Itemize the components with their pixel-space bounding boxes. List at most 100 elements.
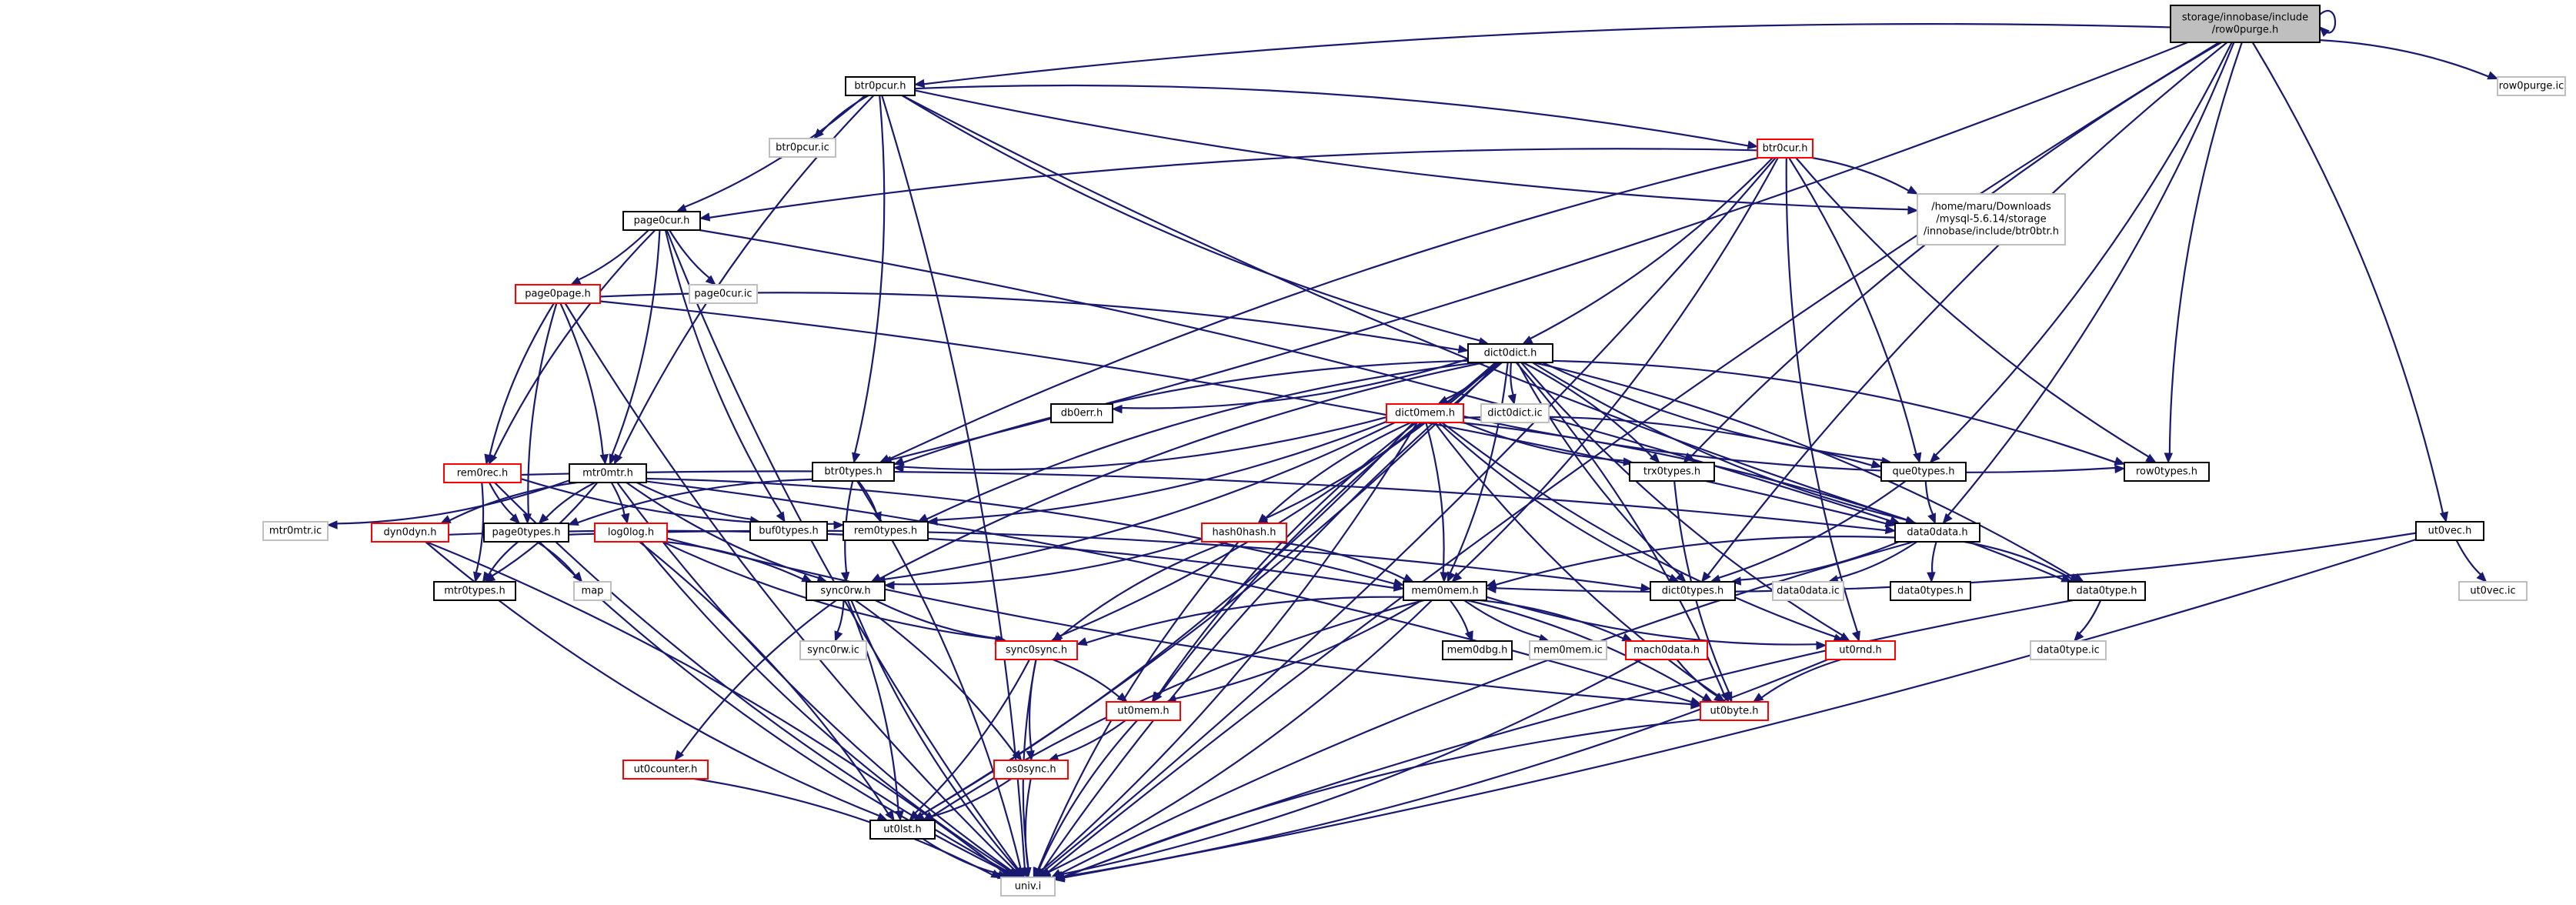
node-row0purge-ic[interactable]: row0purge.ic	[2497, 76, 2566, 96]
node-ut0rnd-h[interactable]: ut0rnd.h	[1825, 640, 1896, 660]
edge-row0purge_h-to-row0types_h	[2164, 42, 2243, 464]
node-data0types-h[interactable]: data0types.h	[1890, 581, 1971, 601]
node-ut0vec-ic[interactable]: ut0vec.ic	[2458, 581, 2528, 601]
node-ut0mem-h[interactable]: ut0mem.h	[1106, 701, 1181, 721]
node-sync0rw-ic[interactable]: sync0rw.ic	[799, 640, 867, 660]
edge-sync0rw_h-to-sync0rw_ic	[834, 599, 845, 643]
node-btr0pcur-h[interactable]: btr0pcur.h	[845, 76, 916, 96]
node-box	[1625, 640, 1708, 660]
node-label: univ.i	[1015, 881, 1042, 893]
node-data0data-ic[interactable]: data0data.ic	[1772, 581, 1844, 601]
node-box	[995, 640, 1078, 660]
edge-hash0hash_h-to-sync0rw_h	[883, 538, 1203, 590]
edge-dict0dict_h-to-dict0types_h	[1517, 362, 1687, 583]
edge-btr0cur_h-to-page0cur_h	[699, 148, 1758, 222]
node-mtr0mtr-ic[interactable]: mtr0mtr.ic	[262, 521, 329, 541]
node-mem0dbg-h[interactable]: mem0dbg.h	[1442, 640, 1513, 660]
node-ut0byte-h[interactable]: ut0byte.h	[1700, 701, 1769, 721]
edge-dict0dict_h-to-row0types_h	[1552, 359, 2126, 466]
node-box	[2030, 640, 2107, 660]
node-page0cur-h[interactable]: page0cur.h	[622, 211, 701, 231]
node-mtr0types-h[interactable]: mtr0types.h	[433, 581, 516, 601]
edge-rem0rec_h-to-page0types_h	[488, 482, 521, 524]
node-label: mtr0mtr.ic	[269, 526, 322, 537]
node-mach0data-h[interactable]: mach0data.h	[1625, 640, 1708, 660]
node-btr0types-h[interactable]: btr0types.h	[812, 462, 895, 482]
edge-row0purge_h-to-btr0pcur_h	[913, 23, 2171, 88]
node-btr0cur-h[interactable]: btr0cur.h	[1757, 139, 1814, 159]
node-label: ut0vec.ic	[2470, 586, 2515, 597]
node-label: ut0rnd.h	[1839, 645, 1882, 656]
node-label: row0purge.ic	[2499, 81, 2564, 92]
node-sync0sync-h[interactable]: sync0sync.h	[995, 640, 1078, 660]
edge-mem0mem_h-to-mem0mem_ic	[1463, 599, 1550, 643]
node-trx0types-h[interactable]: trx0types.h	[1629, 462, 1715, 482]
edge-btr0cur_h-to-que0types_h	[1788, 157, 1922, 464]
node-ut0vec-h[interactable]: ut0vec.h	[2415, 521, 2484, 541]
node-box	[622, 760, 709, 780]
node-data0type-h[interactable]: data0type.h	[2067, 581, 2146, 601]
node-hash0hash-h[interactable]: hash0hash.h	[1201, 523, 1287, 543]
node-db0err-h[interactable]: db0err.h	[1050, 403, 1113, 423]
node-dict0dict-ic[interactable]: dict0dict.ic	[1480, 403, 1550, 423]
node-dict0dict-h[interactable]: dict0dict.h	[1467, 343, 1553, 363]
node-page0types-h[interactable]: page0types.h	[483, 523, 569, 543]
node-mem0mem-ic[interactable]: mem0mem.ic	[1529, 640, 1607, 660]
node-univ-i[interactable]: univ.i	[1000, 877, 1056, 897]
edge-dict0dict_h-to-dict0dict_ic	[1507, 362, 1517, 406]
node-row0types-h[interactable]: row0types.h	[2124, 462, 2210, 482]
edge-hash0hash_h-to-sync0sync_h	[1052, 540, 1229, 642]
edge-dict0dict_h-to-db0err_h	[1111, 358, 1469, 414]
node-sync0rw-h[interactable]: sync0rw.h	[806, 581, 886, 601]
node-page0cur-ic[interactable]: page0cur.ic	[689, 284, 758, 304]
node-label: sync0sync.h	[1006, 645, 1067, 656]
edge-dict0mem_h-to-hash0hash_h	[1257, 421, 1412, 524]
node-page0page-h[interactable]: page0page.h	[515, 284, 601, 304]
node-btr0btr-h[interactable]: /home/maru/Downloads/mysql-5.6.14/storag…	[1917, 193, 2066, 245]
node-box	[2458, 581, 2528, 601]
node-dyn0dyn-h[interactable]: dyn0dyn.h	[371, 523, 449, 543]
node-box	[622, 211, 701, 231]
node-label: /innobase/include/btr0btr.h	[1924, 226, 2059, 238]
node-rem0types-h[interactable]: rem0types.h	[843, 521, 929, 541]
node-box	[443, 463, 522, 483]
node-btr0pcur-ic[interactable]: btr0pcur.ic	[769, 138, 836, 158]
node-que0types-h[interactable]: que0types.h	[1880, 462, 1967, 482]
edge-sync0rw_h-to-ut0lst_h	[846, 599, 904, 822]
edge-que0types_h-to-data0data_h	[1924, 480, 1936, 525]
edge-row0purge_h-to-dict0types_h	[1700, 42, 2228, 583]
node-ut0counter-h[interactable]: ut0counter.h	[622, 760, 709, 780]
edge-btr0pcur_h-to-btr0pcur_ic	[813, 95, 869, 139]
node-dict0mem-h[interactable]: dict0mem.h	[1386, 403, 1464, 423]
edge-btr0cur_h-to-btr0btr_h	[1811, 156, 1919, 195]
node-box	[1700, 701, 1769, 721]
node-rem0rec-h[interactable]: rem0rec.h	[443, 463, 522, 483]
node-map[interactable]: map	[573, 581, 612, 601]
node-os0sync-h[interactable]: os0sync.h	[993, 760, 1069, 780]
node-box	[1000, 877, 1056, 897]
node-dict0types-h[interactable]: dict0types.h	[1650, 581, 1736, 601]
edge-rem0rec_h-to-data0data_h	[520, 470, 1897, 535]
node-box	[1757, 139, 1814, 159]
node-box	[2415, 521, 2484, 541]
node-label: page0types.h	[492, 527, 561, 539]
node-mtr0mtr-h[interactable]: mtr0mtr.h	[569, 463, 647, 483]
edge-data0data_h-to-mem0mem_h	[1485, 536, 1896, 588]
node-row0purge-h[interactable]: storage/innobase/include/row0purge.h	[2170, 5, 2321, 43]
node-label: ut0byte.h	[1710, 706, 1758, 717]
edge-row0purge_h-to-que0types_h	[1929, 42, 2233, 463]
node-label: dict0dict.ic	[1487, 408, 1542, 419]
node-log0log-h[interactable]: log0log.h	[594, 523, 668, 543]
node-mem0mem-h[interactable]: mem0mem.h	[1403, 581, 1487, 601]
edge-sync0sync_h-to-ut0lst_h	[909, 659, 1031, 821]
node-label: btr0types.h	[824, 466, 882, 478]
node-ut0lst-h[interactable]: ut0lst.h	[869, 820, 936, 840]
node-box	[993, 760, 1069, 780]
node-box	[2067, 581, 2146, 601]
node-label: row0types.h	[2136, 466, 2197, 478]
node-buf0types-h[interactable]: buf0types.h	[749, 521, 828, 541]
edge-page0cur_h-to-rem0rec_h	[488, 229, 656, 466]
node-data0type-ic[interactable]: data0type.ic	[2030, 640, 2107, 660]
node-data0data-h[interactable]: data0data.h	[1894, 523, 1980, 543]
node-label: dict0types.h	[1662, 586, 1724, 597]
